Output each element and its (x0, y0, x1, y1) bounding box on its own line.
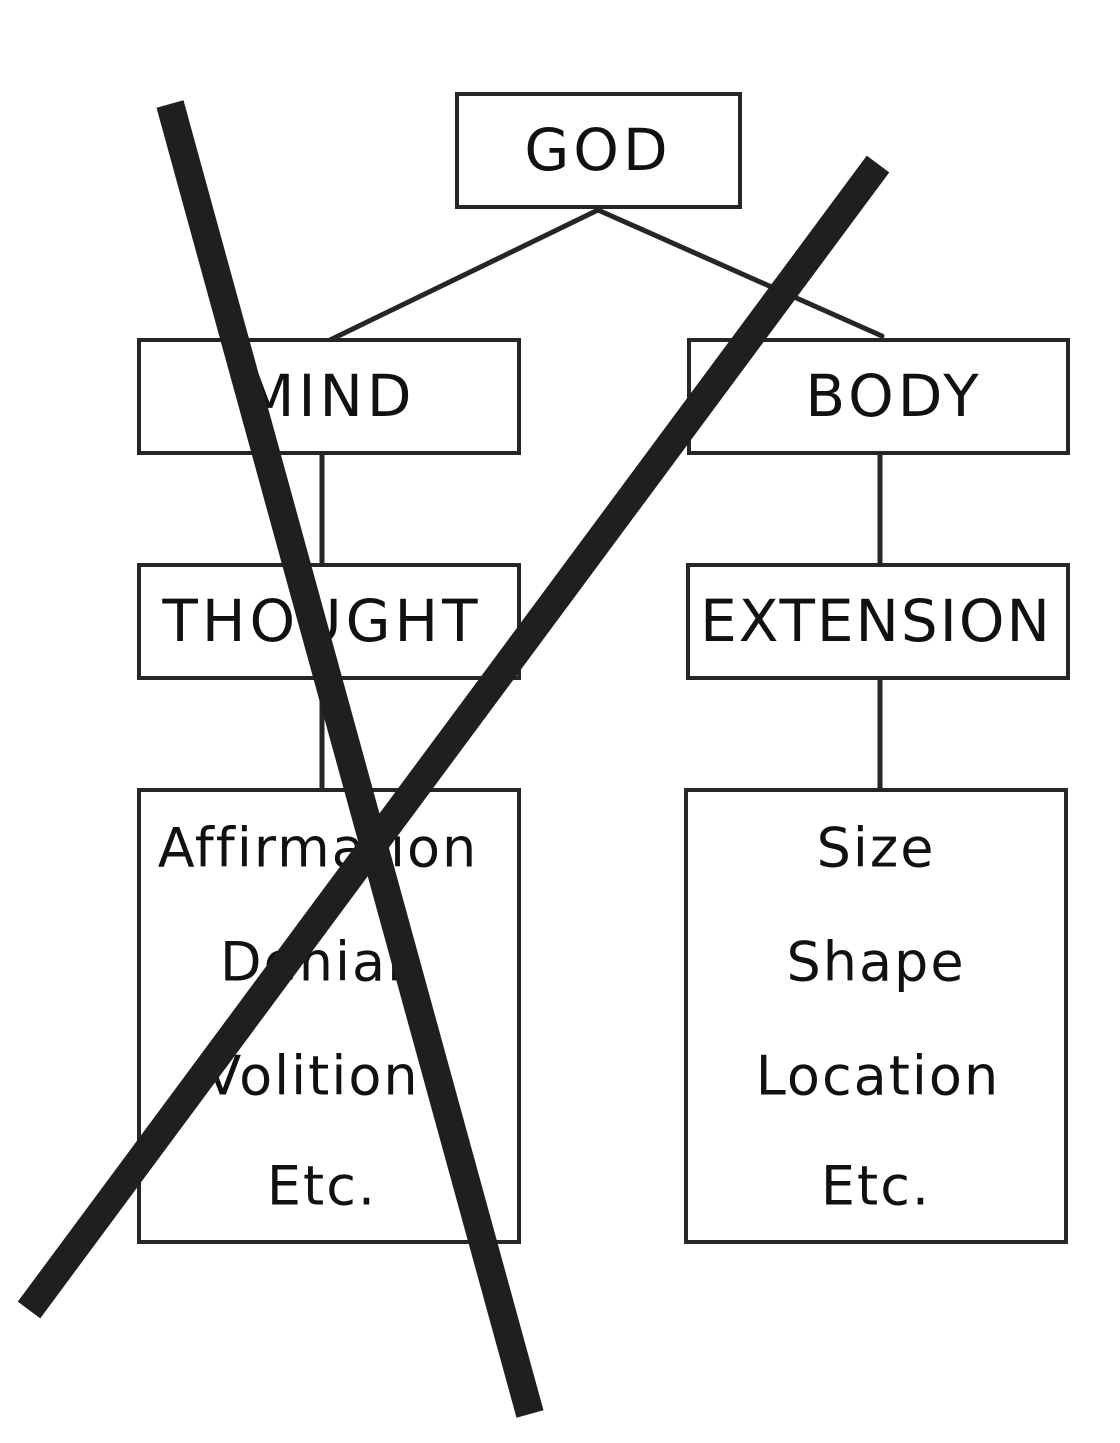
cross-out-stroke-descending (156, 100, 544, 1418)
node-body-label: BODY (805, 362, 982, 430)
extension-modes-box (684, 788, 1068, 1244)
node-god-box (455, 92, 742, 209)
node-extension-box (686, 563, 1070, 680)
extension-mode-item: Etc. (821, 1155, 931, 1218)
extension-mode-item: Location (756, 1045, 1000, 1108)
extension-mode-item: Size (817, 817, 936, 880)
extension-modes-list: Size Shape Location Etc. (684, 788, 1068, 1244)
thought-mode-item: Affirmation (158, 817, 478, 880)
extension-mode-item: Shape (786, 931, 965, 994)
node-god-label: GOD (524, 116, 671, 184)
node-mind-label: MIND (244, 362, 415, 430)
node-body-box (687, 338, 1070, 455)
node-extension: EXTENSION (686, 563, 1070, 680)
thought-mode-item: Etc. (267, 1155, 377, 1218)
connector-god-body (595, 207, 885, 339)
cross-out-stroke-ascending (17, 155, 890, 1319)
connector-god-mind (327, 207, 601, 343)
thought-modes-list: Affirmation Denial Volition Etc. (137, 788, 521, 1244)
node-body: BODY (687, 338, 1070, 455)
node-mind: MIND (137, 338, 521, 455)
node-extension-label: EXTENSION (700, 587, 1052, 655)
thought-mode-item: Volition (204, 1045, 419, 1108)
node-god: GOD (455, 92, 742, 209)
node-mind-box (137, 338, 521, 455)
